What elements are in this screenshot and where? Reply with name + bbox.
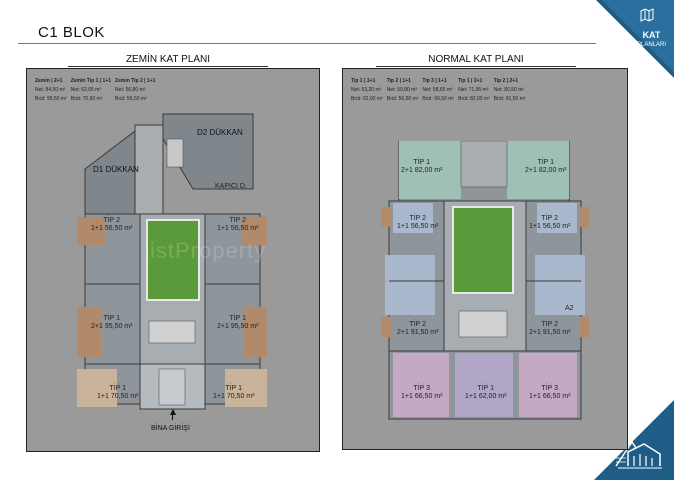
stats-gross: Brüt: 91,50 m² xyxy=(493,96,526,102)
unit-label: TİP 2 1+1 56,50 m² xyxy=(91,217,132,233)
stats-gross: Brüt: 95,50 m² xyxy=(35,96,67,102)
unit-type: TİP 1 xyxy=(413,159,431,166)
badge-subtitle: PLANLARI xyxy=(636,42,666,48)
unit-type: TİP 1 xyxy=(477,385,495,392)
stats-net: Net: 80,50 m² xyxy=(493,87,525,93)
title-divider xyxy=(18,43,596,44)
stats-header: Tip 2 | 2+1 xyxy=(493,78,518,84)
stats-net: Net: 62,65 m² xyxy=(70,87,101,93)
ground-floor-panel: Zemin | 2+1 Zemin Tip 1 | 1+1 Zemin Tip … xyxy=(26,68,320,452)
unit-label: TİP 1 1+1 62,00 m² xyxy=(465,385,506,401)
unit-label: TİP 1 2+1 82,00 m² xyxy=(525,159,566,175)
arrow-stem xyxy=(172,414,173,420)
unit-label: TİP 1 1+1 70,50 m² xyxy=(97,385,138,401)
unit-type: TİP 2 xyxy=(541,215,559,222)
stats-header: Tip 1 | 1+1 xyxy=(351,78,376,84)
stats-net: Net: 53,20 m² xyxy=(351,87,382,93)
unit-label: TİP 2 2+1 91,50 m² xyxy=(397,321,438,337)
unit-size: 1+1 56,50 m² xyxy=(529,223,571,230)
unit-type: TİP 3 xyxy=(541,385,559,392)
stats-gross: Brüt: 66,50 m² xyxy=(422,96,455,102)
unit-label: TİP 1 1+1 70,50 m² xyxy=(213,385,254,401)
unit-type: TİP 2 xyxy=(541,321,559,328)
unit-type: TİP 1 xyxy=(537,159,555,166)
unit-size: 1+1 70,50 m² xyxy=(97,393,139,400)
shop-d2-label: D2 DÜKKAN xyxy=(197,128,243,137)
unit-size: 1+1 56,50 m² xyxy=(91,225,133,232)
unit-size: 1+1 56,50 m² xyxy=(397,223,439,230)
unit-label: TİP 2 1+1 56,50 m² xyxy=(529,215,570,231)
unit-type: TİP 1 xyxy=(229,315,247,322)
stats-header: Tip 1 | 2+1 xyxy=(458,78,483,84)
normal-floor-panel: Tip 1 | 1+1 Tip 2 | 1+1 Tip 3 | 1+1 Tip … xyxy=(342,68,628,450)
unit-type: TİP 2 xyxy=(409,321,427,328)
unit-type: TİP 3 xyxy=(413,385,431,392)
stats-header: Zemin Tip 1 | 1+1 xyxy=(70,78,112,84)
block-marker-label: A2 xyxy=(565,305,574,312)
ground-floor-title: ZEMİN KAT PLANI xyxy=(125,54,211,65)
unit-label: TİP 3 1+1 66,50 m² xyxy=(401,385,442,401)
stats-header: Zemin Tip 2 | 1+1 xyxy=(115,78,156,84)
normal-floor-title-underline xyxy=(376,66,576,67)
unit-type: TİP 2 xyxy=(409,215,427,222)
watermark-text: istProperty xyxy=(150,238,267,263)
unit-label: TİP 2 1+1 56,50 m² xyxy=(397,215,438,231)
unit-size: 2+1 95,50 m² xyxy=(217,323,259,330)
unit-size: 2+1 91,50 m² xyxy=(397,329,439,336)
ground-floor-title-underline xyxy=(68,66,268,67)
arrow-up-icon xyxy=(170,409,176,415)
stats-header: Tip 3 | 1+1 xyxy=(422,78,447,84)
stats-header: Tip 2 | 1+1 xyxy=(386,78,411,84)
janitor-door-label: KAPICI D. xyxy=(215,183,247,190)
unit-type: TİP 2 xyxy=(229,217,247,224)
stats-net: Net: 58,65 m² xyxy=(422,87,453,93)
stats-gross: Brüt: 56,50 m² xyxy=(115,96,147,102)
normal-floor-stats-table: Tip 1 | 1+1 Tip 2 | 1+1 Tip 3 | 1+1 Tip … xyxy=(351,77,529,104)
building-entrance-label: BİNA GİRİŞİ xyxy=(151,425,190,432)
unit-label: TİP 2 2+1 91,50 m² xyxy=(529,321,570,337)
badge-title: KAT xyxy=(642,30,661,40)
stats-gross: Brüt: 56,50 m² xyxy=(386,96,419,102)
unit-type: TİP 1 xyxy=(109,385,127,392)
unit-label: TİP 1 2+1 95,50 m² xyxy=(217,315,258,331)
stats-net: Net: 50,80 m² xyxy=(115,87,146,93)
stats-gross: Brüt: 70,50 m² xyxy=(70,96,103,102)
unit-size: 2+1 82,00 m² xyxy=(401,167,443,174)
shop-d1-label: D1 DÜKKAN xyxy=(93,165,139,174)
unit-size: 1+1 70,50 m² xyxy=(213,393,255,400)
unit-label: TİP 1 2+1 82,00 m² xyxy=(401,159,442,175)
ground-floor-stats-table: Zemin | 2+1 Zemin Tip 1 | 1+1 Zemin Tip … xyxy=(35,77,159,104)
unit-label: TİP 1 2+1 95,50 m² xyxy=(91,315,132,331)
map-icon xyxy=(640,8,654,22)
unit-type: TİP 1 xyxy=(225,385,243,392)
stats-net: Net: 50,80 m² xyxy=(386,87,417,93)
unit-size: 1+1 56,50 m² xyxy=(217,225,259,232)
stats-gross: Brüt: 62,00 m² xyxy=(351,96,383,102)
stats-gross: Brüt: 82,00 m² xyxy=(458,96,490,102)
unit-size: 1+1 62,00 m² xyxy=(465,393,507,400)
unit-type: TİP 1 xyxy=(103,315,121,322)
unit-size: 1+1 66,50 m² xyxy=(529,393,571,400)
normal-floor-title: NORMAL KAT PLANI xyxy=(428,54,524,65)
unit-size: 2+1 95,50 m² xyxy=(91,323,133,330)
ground-floor-plan xyxy=(77,113,267,410)
stats-net: Net: 84,50 m² xyxy=(35,87,66,93)
page-title: C1 BLOK xyxy=(38,24,105,41)
normal-floor-plan xyxy=(381,141,589,420)
unit-size: 2+1 91,50 m² xyxy=(529,329,571,336)
unit-label: TİP 2 1+1 56,50 m² xyxy=(217,217,258,233)
stats-net: Net: 71,95 m² xyxy=(458,87,489,93)
unit-type: TİP 2 xyxy=(103,217,121,224)
unit-size: 2+1 82,00 m² xyxy=(525,167,567,174)
stats-header: Zemin | 2+1 xyxy=(35,78,63,84)
unit-label: TİP 3 1+1 66,50 m² xyxy=(529,385,570,401)
building-logo-icon xyxy=(615,440,662,469)
unit-size: 1+1 66,50 m² xyxy=(401,393,443,400)
